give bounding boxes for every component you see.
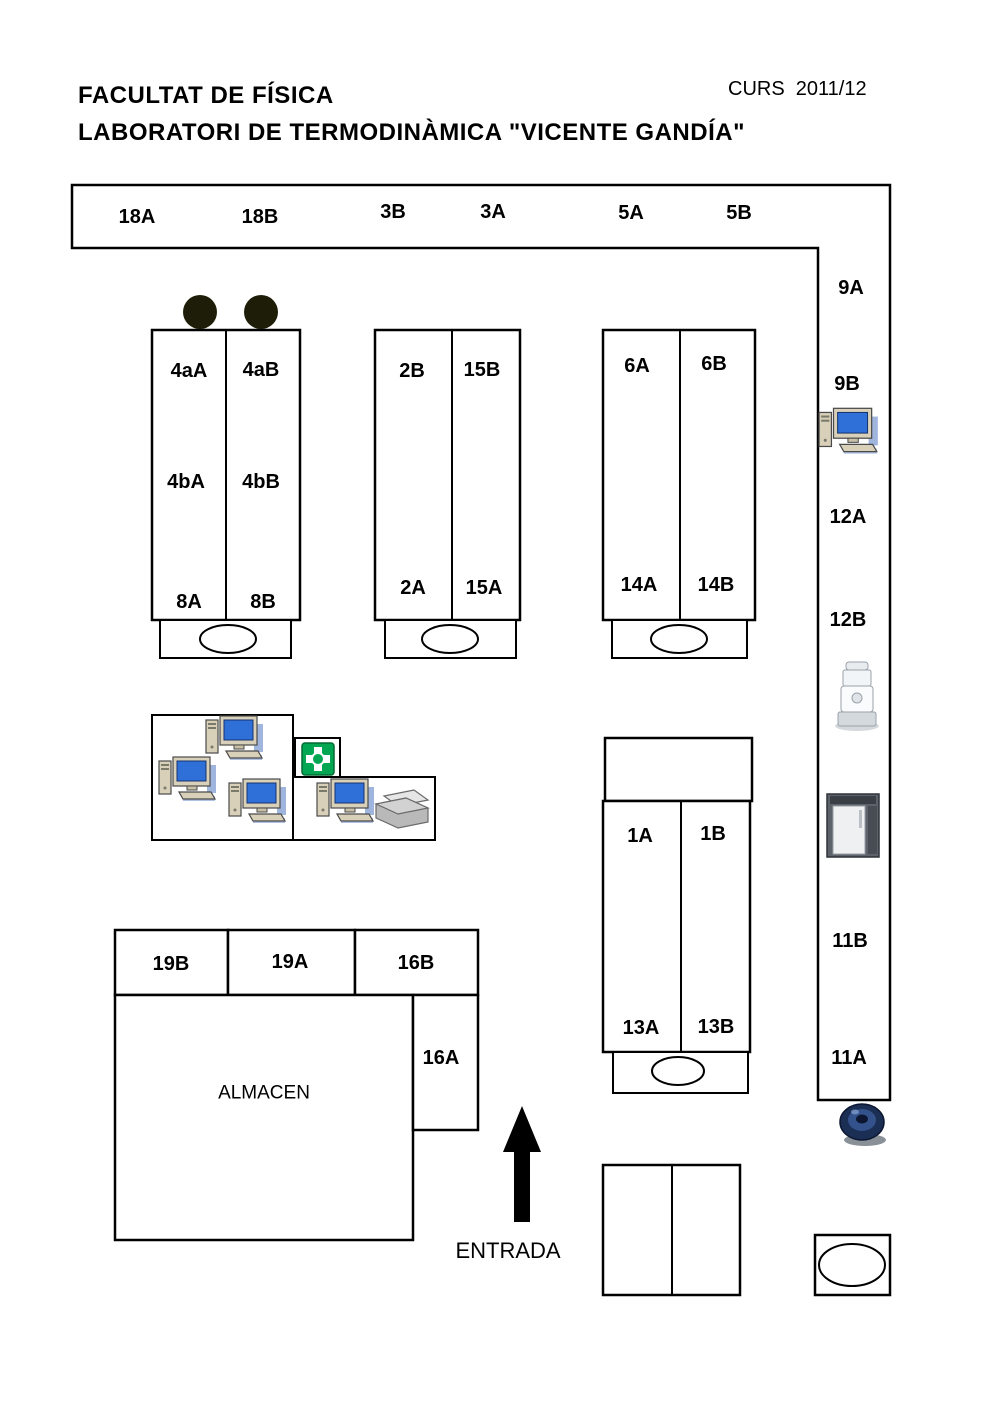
bench-label-4ab: 4aB [242, 359, 280, 381]
lower-bench-head-box [603, 736, 754, 803]
bench-label-8a: 8A [176, 591, 202, 613]
entrance-label: ENTRADA [455, 1238, 561, 1263]
bench-label-15b: 15B [463, 359, 501, 381]
room-label-5b: 5B [726, 202, 752, 224]
computer-icon [228, 778, 287, 824]
storage-label-16b: 16B [397, 952, 435, 974]
bench-label-15a: 15A [465, 577, 503, 599]
room-label-3b: 3B [380, 201, 406, 223]
room-label-9a: 9A [838, 277, 864, 299]
sink-oval-icon [199, 624, 257, 654]
bench-lower [601, 799, 752, 1054]
room-label-5a: 5A [618, 202, 644, 224]
storage-label-16a: 16A [422, 1047, 460, 1069]
page-subtitle: LABORATORI DE TERMODINÀMICA "VICENTE GAN… [78, 119, 745, 146]
storage-cell-16B [353, 928, 480, 997]
bench-label-6b: 6B [701, 353, 727, 375]
stool-icon [183, 295, 217, 329]
bench-label-13b: 13B [697, 1016, 735, 1038]
first-aid-icon [301, 742, 335, 776]
sink-oval-icon [650, 624, 708, 654]
computer-icon [316, 778, 375, 824]
sink-oval-icon [421, 624, 479, 654]
room-label-18a: 18A [118, 206, 156, 228]
bench-middle [373, 328, 522, 622]
bench-label-6a: 6A [624, 355, 650, 377]
room-label-18b: 18B [241, 206, 279, 228]
storage-label-19b: 19B [152, 953, 190, 975]
bench-label-14b: 14B [697, 574, 735, 596]
bench-label-4aa: 4aA [170, 360, 208, 382]
room-label-12b: 12B [829, 609, 867, 631]
corridor-outline [70, 183, 892, 1102]
computer-icon [818, 407, 879, 455]
bench-label-1b: 1B [700, 823, 726, 845]
course-label: CURS 2011/12 [728, 78, 867, 100]
bench-label-2b: 2B [399, 360, 425, 382]
room-label-12a: 12A [829, 506, 867, 528]
refrigerator-icon [826, 793, 880, 858]
bench-label-1a: 1A [627, 825, 653, 847]
bench-label-8b: 8B [250, 591, 276, 613]
sink-oval-icon [651, 1056, 705, 1086]
round-device-icon [839, 1103, 887, 1147]
page-title: FACULTAT DE FÍSICA [78, 82, 334, 109]
storage-cell-16A [411, 993, 480, 1132]
room-label-11a: 11A [831, 1047, 867, 1069]
sink-oval-icon [818, 1243, 886, 1287]
bench-label-2a: 2A [400, 577, 426, 599]
computer-icon [205, 715, 264, 761]
room-label-9b: 9B [834, 373, 860, 395]
bench-label-4bb: 4bB [242, 471, 280, 493]
storage-cell-19B [113, 928, 230, 997]
bench-label-13a: 13A [622, 1017, 660, 1039]
bench-label-14a: 14A [620, 574, 658, 596]
stool-icon [244, 295, 278, 329]
room-label-3a: 3A [480, 201, 506, 223]
bench-label-4ba: 4bA [167, 471, 205, 493]
storage-room-label: ALMACEN [218, 1082, 310, 1104]
room-label-11b: 11B [832, 930, 868, 952]
storage-label-19a: 19A [271, 951, 309, 973]
storage-cell-19A [226, 928, 357, 997]
storage-room-almacen [113, 993, 415, 1242]
computer-icon [158, 756, 217, 802]
entrance-arrow-icon [503, 1106, 541, 1222]
